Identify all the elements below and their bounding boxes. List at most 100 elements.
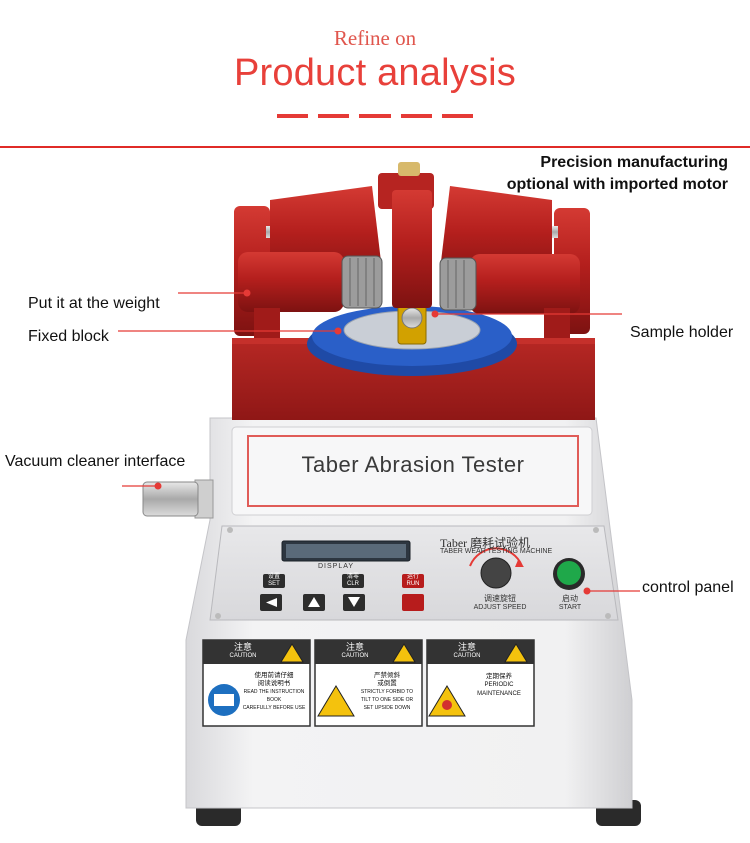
warning-2-line5: SET UPSIDE DOWN	[363, 705, 411, 711]
clr-key-cn: 清零	[346, 574, 359, 580]
vacuum-callout-label: Vacuum cleaner interface	[5, 453, 186, 470]
warning-3-head: 注意 CAUTION	[427, 643, 507, 661]
header-divider	[0, 146, 750, 148]
clr-key-label[interactable]: 清零 CLR	[342, 574, 364, 588]
display-label: DISPLAY	[318, 563, 355, 570]
vacuum-port-tube	[142, 481, 199, 517]
left-weight-cylinder	[238, 252, 344, 312]
dash	[441, 114, 474, 118]
callout-dot-fixed-block	[334, 327, 342, 335]
warning-triangle-icon	[392, 643, 416, 663]
control-panel-callout-label: control panel	[642, 579, 734, 596]
clr-key-en: CLR	[346, 581, 359, 587]
warning-2-head-en: CAUTION	[341, 653, 369, 659]
warning-2-line4: TILT TO ONE SIDE OR	[360, 697, 414, 703]
tilt-warning-icon	[317, 685, 355, 717]
set-key	[263, 574, 285, 588]
warning-1-line4: CAREFULLY BEFORE USE	[242, 705, 306, 711]
callout-dot-control-panel	[583, 587, 591, 595]
warning-1-line2: 阅读说明书	[257, 680, 291, 687]
weight-callout-label: Put it at the weight	[28, 295, 160, 312]
set-key-label[interactable]: 设置 SET	[263, 574, 285, 588]
maintenance-gear-icon	[442, 700, 452, 710]
screw	[593, 527, 599, 533]
motor-top-cap	[398, 162, 420, 176]
centre-vertical-arm	[392, 190, 432, 308]
clr-key	[342, 574, 364, 588]
warning-triangle-icon	[280, 643, 304, 663]
start-button-label[interactable]: 启动 START	[552, 594, 588, 612]
panel-title-en: TABER WEAR TESTING MACHINE	[440, 548, 553, 555]
speed-knob-dial	[480, 557, 512, 589]
lcd-screen	[286, 544, 406, 558]
panel-title-cn: Taber 磨耗试验机	[440, 536, 531, 550]
warning-1-head: 注意 CAUTION	[203, 643, 283, 661]
screw	[227, 527, 233, 533]
warning-2-body: 严禁倾斜 或倒置 STRICTLY FORBID TO TILT TO ONE …	[354, 672, 420, 712]
dash	[400, 114, 432, 118]
run-key-label[interactable]: 运行 RUN	[402, 574, 424, 588]
dash	[359, 114, 391, 118]
sample-holder-callout-label: Sample holder	[630, 324, 734, 341]
start-en: START	[558, 604, 582, 611]
warning-3-line1: 定期保养	[486, 673, 512, 680]
fixed-block-callout-label: Fixed block	[28, 328, 109, 345]
run-key	[402, 574, 424, 588]
right-weight-cylinder	[470, 254, 580, 314]
speed-knob-cn: 调速旋钮	[484, 594, 516, 603]
speed-knob-arrow	[515, 560, 524, 567]
left-abrasive-wheel	[341, 255, 383, 309]
title-underline-dashes	[277, 114, 474, 119]
read-manual-book-icon	[214, 694, 234, 706]
front-label-frame	[247, 435, 579, 507]
precision-callout: Precision manufacturing optional with im…	[507, 152, 728, 196]
dash	[318, 114, 350, 118]
right-lower-support	[544, 308, 570, 338]
start-cn: 启动	[562, 594, 578, 603]
up-arrow-glyph	[308, 597, 320, 607]
callout-dot-weight	[243, 289, 251, 297]
screw	[215, 613, 221, 619]
warning-3-line3: MAINTENANCE	[477, 691, 521, 697]
body-front-bezel	[231, 426, 593, 516]
start-button-green	[557, 561, 581, 585]
sample-holder-nut	[401, 307, 423, 329]
page-title: Product analysis	[233, 52, 516, 94]
warning-2-head-cn: 注意	[345, 642, 364, 652]
callout-dot-vacuum	[154, 482, 162, 490]
warning-triangle-icon	[504, 643, 528, 663]
callout-dot-sample-holder	[431, 310, 439, 318]
warning-1-head-cn: 注意	[233, 642, 252, 652]
warning-2-line1: 严禁倾斜	[374, 672, 400, 679]
precision-line1: Precision manufacturing	[540, 154, 728, 171]
warning-3-head-cn: 注意	[457, 642, 476, 652]
warning-2-line2: 或倒置	[377, 680, 397, 687]
speed-knob-en: ADJUST SPEED	[473, 604, 527, 611]
speed-knob-arc	[469, 547, 523, 567]
warning-3-line2: PERIODIC	[484, 682, 514, 688]
set-key-en: SET	[268, 581, 280, 587]
warning-2-line3: STRICTLY FORBID TO	[360, 689, 414, 695]
precision-line2: optional with imported motor	[506, 176, 728, 193]
run-action-key	[402, 594, 424, 611]
screw	[605, 613, 611, 619]
warning-1-line1: 使用前请仔细	[254, 672, 294, 679]
right-abrasive-wheel	[439, 257, 477, 311]
dash	[277, 114, 309, 118]
down-arrow-glyph	[348, 597, 360, 607]
refine-on-subtitle: Refine on	[333, 26, 417, 50]
speed-knob-label: 调速旋钮 ADJUST SPEED	[468, 594, 532, 612]
front-label-text: Taber Abrasion Tester	[301, 452, 525, 477]
run-key-cn: 运行	[406, 574, 419, 580]
left-arrow-glyph	[266, 598, 277, 607]
warning-3-body: 定期保养 PERIODIC MAINTENANCE	[466, 672, 532, 699]
set-key-cn: 设置	[267, 574, 280, 580]
warning-3-head-en: CAUTION	[453, 653, 481, 659]
left-lower-support	[254, 308, 280, 338]
run-key-en: RUN	[406, 581, 420, 587]
warning-1-body: 使用前请仔细 阅读说明书 READ THE INSTRUCTION BOOK C…	[240, 672, 308, 712]
warning-1-line3: READ THE INSTRUCTION BOOK	[243, 689, 305, 703]
warning-2-head: 注意 CAUTION	[315, 643, 395, 661]
warning-1-head-en: CAUTION	[229, 653, 257, 659]
